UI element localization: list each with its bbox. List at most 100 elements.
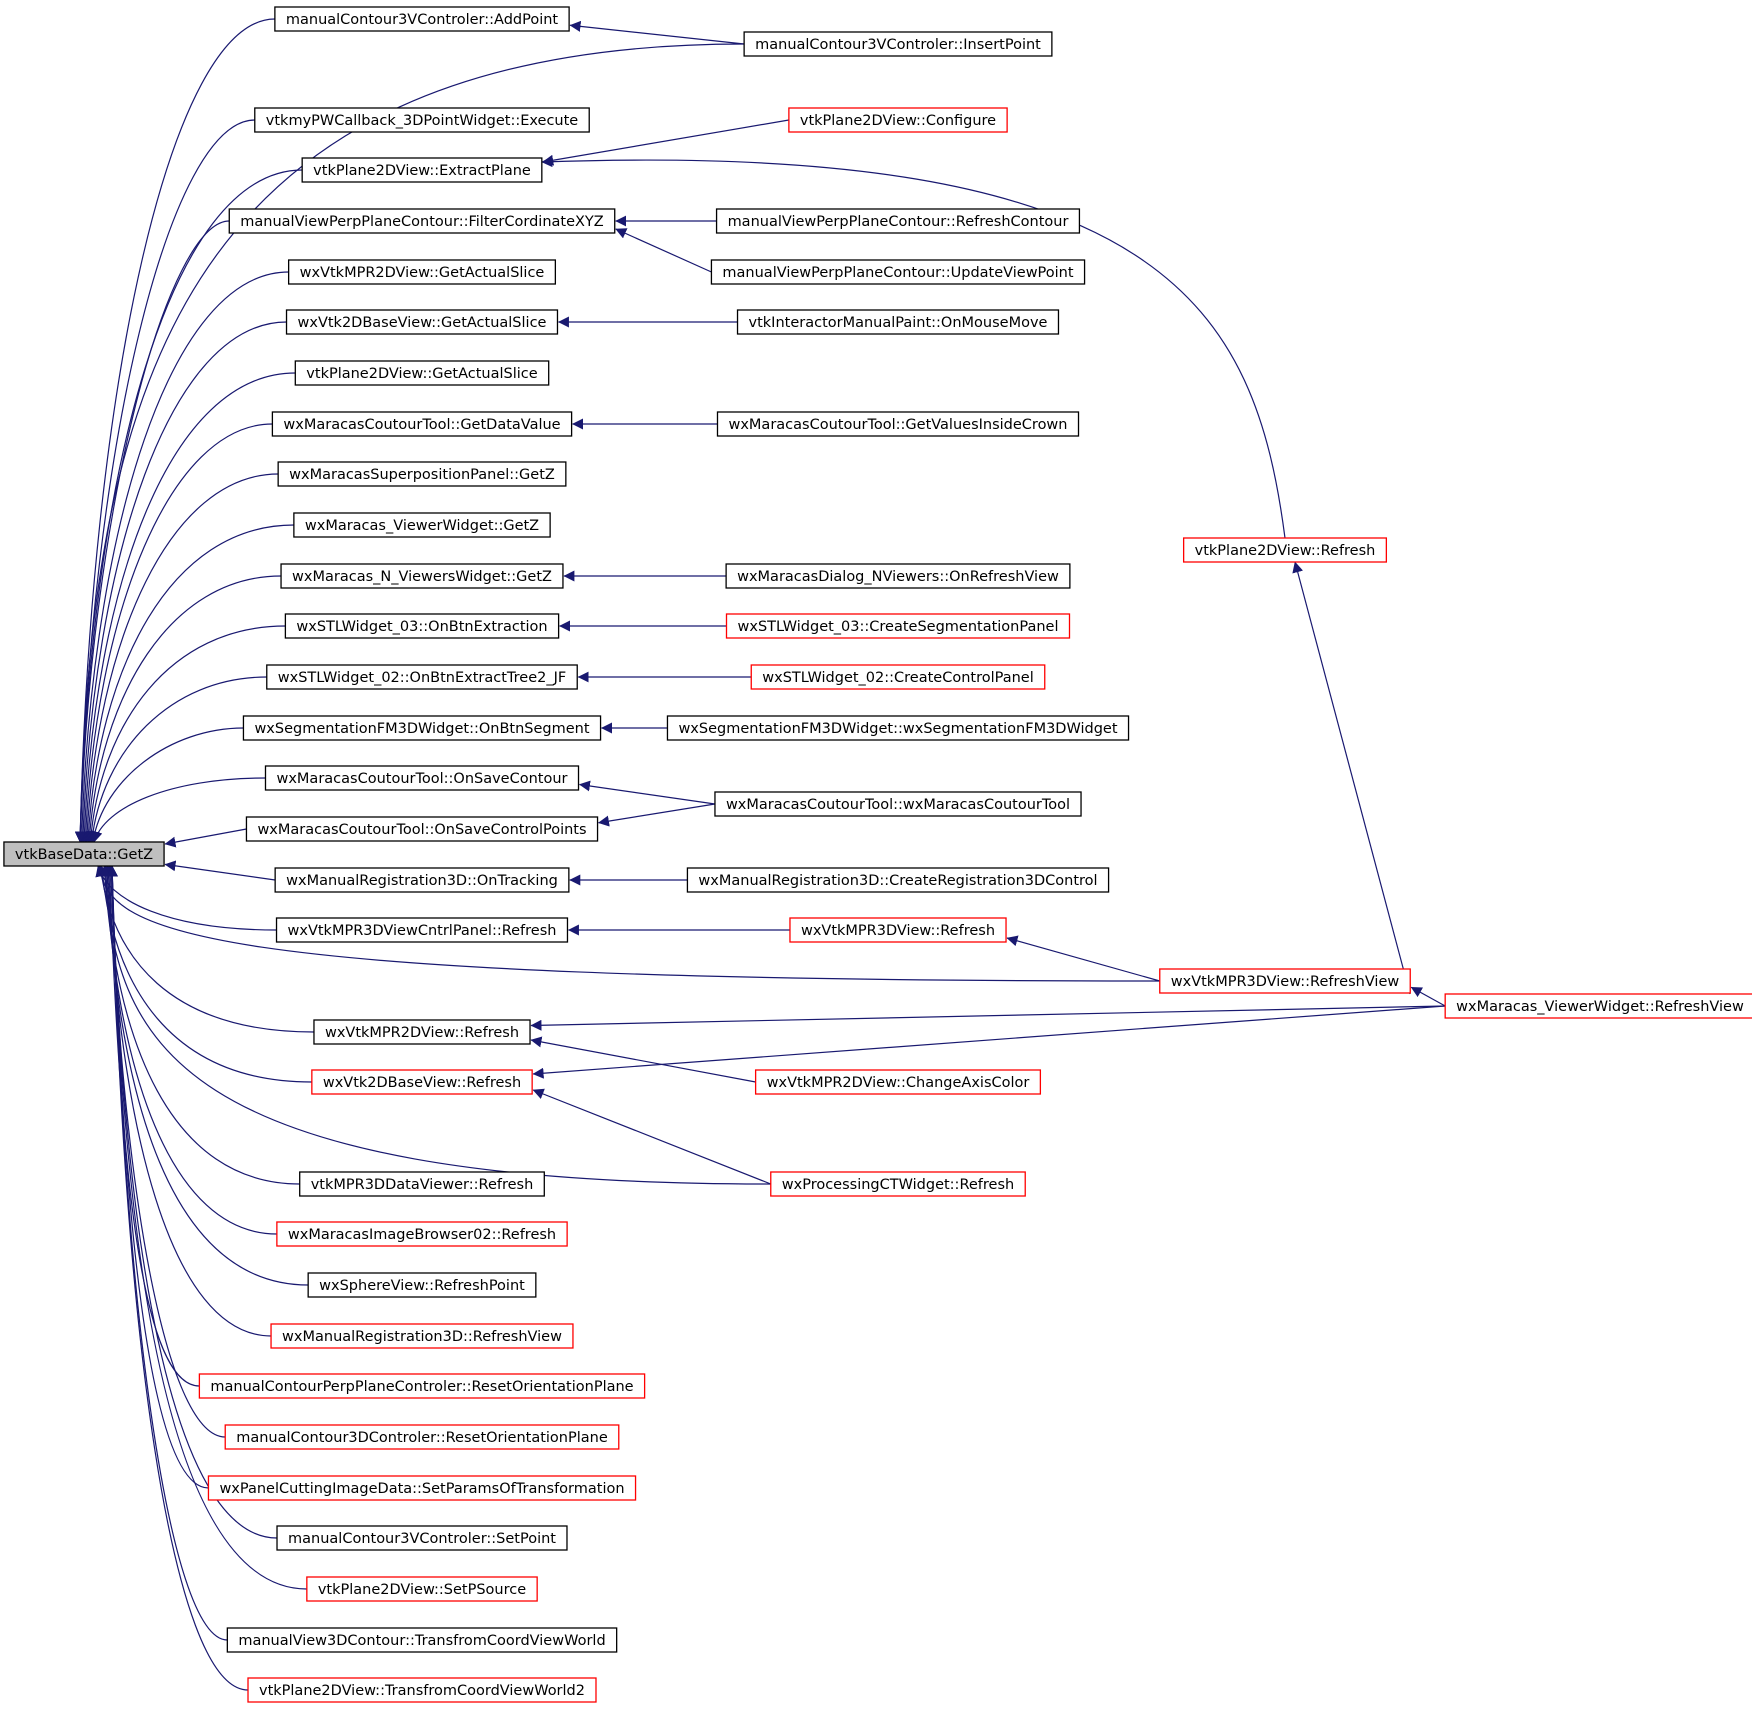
node-label: manualContour3DControler::ResetOrientati… [236,1430,608,1446]
graph-node[interactable]: manualViewPerpPlaneContour::FilterCordin… [228,208,616,234]
graph-node[interactable]: wxMaracas_N_ViewersWidget::GetZ [280,563,564,589]
graph-node[interactable]: wxProcessingCTWidget::Refresh [770,1171,1026,1197]
graph-node[interactable]: vtkmyPWCallback_3DPointWidget::Execute [254,107,590,133]
graph-node[interactable]: vtkInteractorManualPaint::OnMouseMove [736,309,1060,335]
node-label: wxMaracasSuperpositionPanel::GetZ [289,467,555,483]
call-edge [615,228,712,273]
node-label: wxMaracasCoutourTool::wxMaracasCoutourTo… [726,797,1070,813]
graph-node[interactable]: vtkPlane2DView::Configure [788,107,1008,133]
node-box [276,1221,568,1247]
graph-node[interactable]: wxMaracasCoutourTool::GetDataValue [271,411,573,437]
node-box [293,512,551,538]
graph-node[interactable]: manualContour3VControler::InsertPoint [743,31,1053,57]
graph-node[interactable]: wxSTLWidget_02::CreateControlPanel [750,664,1046,690]
graph-node[interactable]: wxVtkMPR2DView::ChangeAxisColor [754,1069,1042,1095]
node-label: manualContourPerpPlaneControler::ResetOr… [210,1379,633,1395]
graph-node[interactable]: wxVtkMPR2DView::Refresh [313,1019,531,1045]
call-edge [532,1088,771,1185]
call-edge [82,524,294,843]
node-box [299,1171,545,1197]
graph-node[interactable]: manualContour3VControler::SetPoint [276,1525,568,1551]
graph-node[interactable]: wxManualRegistration3D::OnTracking [274,867,570,893]
node-label: vtkPlane2DView::Refresh [1195,543,1376,559]
graph-node[interactable]: wxManualRegistration3D::CreateRegistrati… [686,867,1110,893]
graph-node[interactable]: wxSegmentationFM3DWidget::wxSegmentation… [666,715,1130,741]
graph-node[interactable]: manualContour3DControler::ResetOrientati… [224,1424,620,1450]
graph-node[interactable]: vtkPlane2DView::GetActualSlice [294,360,550,386]
node-box [301,157,543,183]
node-label: wxSTLWidget_02::OnBtnExtractTree2_JF [278,670,566,686]
graph-node[interactable]: wxMaracasCoutourTool::GetValuesInsideCro… [716,411,1080,437]
call-edge [84,575,282,843]
graph-node[interactable]: wxMaracasCoutourTool::OnSaveControlPoint… [245,816,599,842]
graph-node[interactable]: wxVtkMPR3DView::Refresh [789,917,1007,943]
graph-node[interactable]: wxManualRegistration3D::RefreshView [270,1323,574,1349]
call-edge [99,865,300,1185]
graph-node[interactable]: vtkPlane2DView::ExtractPlane [301,157,543,183]
node-box [666,715,1130,741]
node-box [277,461,567,487]
graph-node[interactable]: manualViewPerpPlaneContour::UpdateViewPo… [710,259,1086,285]
graph-node[interactable]: wxMaracas_ViewerWidget::GetZ [293,512,551,538]
graph-node[interactable]: wxVtkMPR2DView::GetActualSlice [287,259,557,285]
node-box [3,841,165,867]
graph-node[interactable]: wxSTLWidget_02::OnBtnExtractTree2_JF [266,664,578,690]
graph-node[interactable]: wxMaracasCoutourTool::OnSaveContour [264,765,580,791]
graph-node[interactable]: wxMaracasCoutourTool::wxMaracasCoutourTo… [714,791,1082,817]
node-box [275,917,569,943]
graph-node[interactable]: wxVtk2DBaseView::Refresh [311,1069,533,1095]
call-edge [104,865,200,1387]
graph-node[interactable]: manualView3DContour::TransfromCoordViewW… [226,1627,618,1653]
graph-node[interactable]: vtkPlane2DView::Refresh [1182,537,1388,563]
node-label: vtkBaseData::GetZ [15,847,153,863]
node-box [207,1475,637,1501]
graph-node[interactable]: wxSphereView::RefreshPoint [307,1272,537,1298]
graph-node[interactable]: wxVtkMPR3DView::RefreshView [1159,968,1411,994]
node-label: vtkPlane2DView::ExtractPlane [313,163,531,179]
node-label: manualContour3VControler::SetPoint [288,1531,556,1547]
node-box [242,715,602,741]
node-label: vtkPlane2DView::Configure [800,113,996,129]
call-edge [89,727,244,843]
node-box [736,309,1060,335]
node-label: vtkInteractorManualPaint::OnMouseMove [749,315,1048,331]
graph-node[interactable]: vtkPlane2DView::TransfromCoordViewWorld2 [247,1677,597,1703]
call-edge [1410,986,1446,1007]
graph-node[interactable]: wxPanelCuttingImageData::SetParamsOfTran… [207,1475,637,1501]
graph-node[interactable]: wxMaracasSuperpositionPanel::GetZ [277,461,567,487]
graph-node[interactable]: manualContour3VControler::AddPoint [274,6,570,32]
node-box [287,259,557,285]
graph-node[interactable]: wxVtkMPR3DViewCntrlPanel::Refresh [275,917,569,943]
graph-node[interactable]: vtkMPR3DDataViewer::Refresh [299,1171,545,1197]
graph-node[interactable]: manualViewPerpPlaneContour::RefreshConto… [715,208,1081,234]
node-label: wxMaracas_ViewerWidget::GetZ [305,518,539,534]
node-box [266,664,578,690]
call-edge [530,1005,1446,1031]
graph-node[interactable]: wxMaracasDialog_NViewers::OnRefreshView [725,563,1071,589]
node-box [788,107,1008,133]
node-label: wxMaracasDialog_NViewers::OnRefreshView [737,569,1059,585]
graph-node[interactable]: wxSegmentationFM3DWidget::OnBtnSegment [242,715,602,741]
call-edge [569,20,745,45]
node-box [743,31,1053,57]
graph-node[interactable]: wxSTLWidget_03::CreateSegmentationPanel [725,613,1071,639]
call-edge [578,780,716,805]
node-box [247,1677,597,1703]
graph-node[interactable]: wxSTLWidget_03::OnBtnExtraction [284,613,560,639]
call-edge [542,119,789,166]
node-label: wxSTLWidget_03::OnBtnExtraction [296,619,547,635]
graph-node[interactable]: wxVtk2DBaseView::GetActualSlice [285,309,559,335]
node-label: manualView3DContour::TransfromCoordViewW… [238,1633,605,1649]
node-box [274,6,570,32]
node-label: vtkPlane2DView::SetPSource [318,1582,526,1598]
graph-node[interactable]: vtkBaseData::GetZ [3,841,165,867]
graph-node[interactable]: wxMaracasImageBrowser02::Refresh [276,1221,568,1247]
node-box [754,1069,1042,1095]
graph-node[interactable]: wxMaracas_ViewerWidget::RefreshView [1444,993,1752,1019]
call-edge [87,676,267,843]
graph-node[interactable]: vtkPlane2DView::SetPSource [306,1576,538,1602]
node-box [710,259,1086,285]
node-label: wxMaracasCoutourTool::GetDataValue [283,417,560,433]
graph-node[interactable]: manualContourPerpPlaneControler::ResetOr… [198,1373,646,1399]
